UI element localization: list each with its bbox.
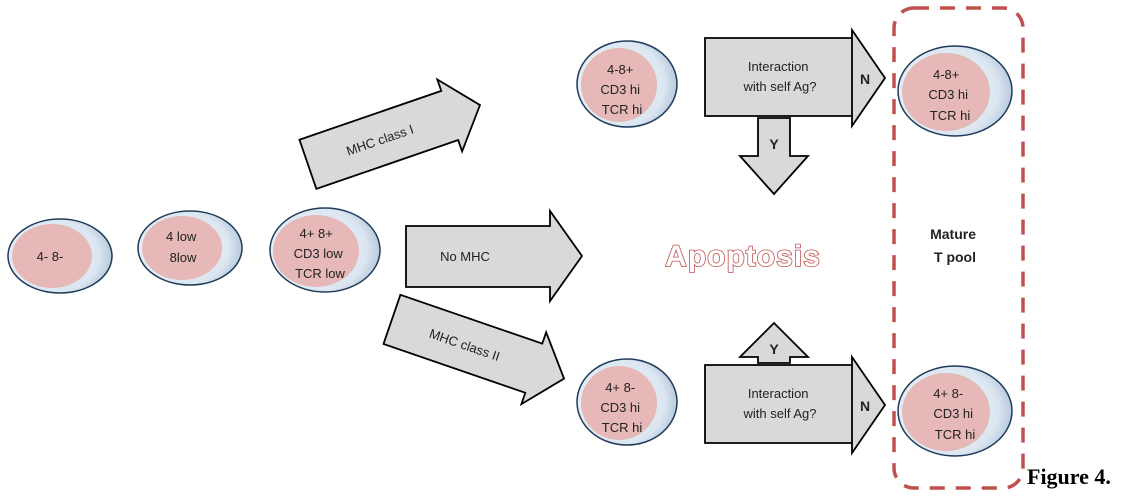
svg-text:Interaction with self Ag: Interaction with self Ag? — [743, 386, 817, 421]
yes-arrow-down: Y — [737, 117, 811, 196]
check-label: Interaction — [748, 59, 809, 74]
cell-label: 4-8+ — [607, 62, 633, 77]
cell-cd8-single-positive: 4-8+ CD3 hi TCR hi — [576, 40, 678, 128]
svg-text:Interaction with self Ag: Interaction with self Ag? — [743, 59, 817, 94]
cell-cd4-single-positive: 4+ 8- CD3 hi TCR hi — [576, 358, 678, 446]
cell-label: 8low — [170, 250, 197, 265]
no-label: N — [860, 398, 870, 414]
self-antigen-check-top: Interaction with self Ag? N — [704, 27, 887, 129]
cell-label: 4- 8- — [37, 249, 64, 264]
cell-label: TCR low — [295, 266, 345, 281]
mature-pool-frame — [892, 6, 1025, 490]
cell-label: 4+ 8- — [605, 380, 635, 395]
pool-label: Mature — [930, 226, 976, 242]
branch-label: No MHC — [440, 249, 490, 264]
yes-label: Y — [769, 341, 779, 357]
cell-double-positive: 4+ 8+ CD3 low TCR low — [269, 207, 381, 293]
cell-label: 4+ 8- — [933, 386, 963, 401]
svg-text:4+ 8- CD3 hi TCR h: 4+ 8- CD3 hi TCR hi — [600, 380, 643, 435]
pool-label: T pool — [934, 249, 976, 265]
svg-text:4-8+ CD3 hi TCR hi: 4-8+ CD3 hi TCR hi — [600, 62, 643, 117]
svg-text:4-8+ CD3 hi TCR hi: 4-8+ CD3 hi TCR hi — [928, 67, 971, 123]
cell-label: 4+ 8+ — [300, 226, 333, 241]
cell-double-low: 4 low 8low — [137, 210, 243, 286]
mhc-class-1-arrow: MHC class I — [298, 77, 482, 191]
cell-label: CD3 hi — [928, 87, 968, 102]
cell-double-negative: 4- 8- — [7, 218, 113, 294]
yes-label: Y — [769, 136, 779, 152]
cell-label: CD3 hi — [600, 82, 640, 97]
cell-label: 4 low — [166, 229, 197, 244]
figure-caption: Figure 4. — [1027, 464, 1111, 489]
yes-arrow-up: Y — [737, 321, 811, 364]
cell-label: TCR hi — [935, 427, 976, 442]
cell-label: CD3 hi — [933, 406, 973, 421]
cell-mature-cd4: 4+ 8- CD3 hi TCR hi — [897, 365, 1013, 457]
no-mhc-arrow: No MHC — [405, 208, 584, 304]
svg-text:4 low 8low: 4 low 8low — [166, 229, 200, 265]
cell-mature-cd8: 4-8+ CD3 hi TCR hi — [897, 45, 1013, 137]
apoptosis-label: Apoptosis — [665, 240, 821, 273]
check-label: Interaction — [748, 386, 809, 401]
cell-label: CD3 hi — [600, 400, 640, 415]
check-label: with self Ag? — [743, 406, 817, 421]
check-label: with self Ag? — [743, 79, 817, 94]
self-antigen-check-bottom: Interaction with self Ag? N — [704, 354, 887, 456]
cell-label: TCR hi — [930, 108, 971, 123]
mhc-class-2-arrow: MHC class II — [382, 293, 566, 407]
svg-text:4+ 8- CD3 hi TCR h: 4+ 8- CD3 hi TCR hi — [933, 386, 977, 442]
svg-text:4+ 8+ CD3 low TCR: 4+ 8+ CD3 low TCR low — [294, 226, 347, 281]
cell-label: 4-8+ — [933, 67, 959, 82]
cell-label: TCR hi — [602, 420, 643, 435]
cell-label: TCR hi — [602, 102, 643, 117]
svg-text:Mature T pool: Mature T pool — [930, 226, 980, 265]
no-label: N — [860, 71, 870, 87]
svg-text:4- 8-: 4- 8- — [37, 249, 64, 264]
cell-label: CD3 low — [294, 246, 344, 261]
